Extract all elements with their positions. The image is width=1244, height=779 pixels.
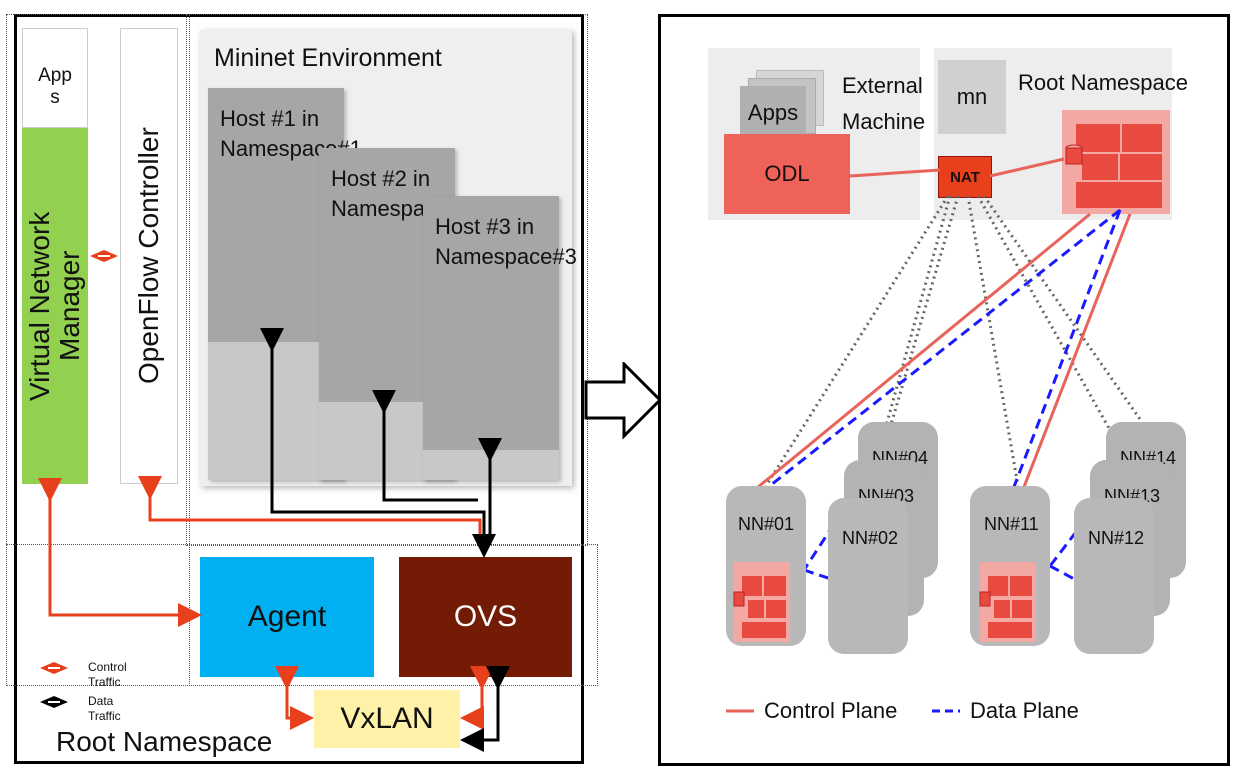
legend-control-traffic-label: Control Traffic <box>88 660 127 689</box>
root-namespace-firewall-icon <box>1062 110 1170 214</box>
agent-label: Agent <box>247 600 327 633</box>
host-3-label: Host #3 in Namespace#3 <box>435 214 577 269</box>
nn-02-label: NN#02 <box>842 528 899 548</box>
right-apps-label: Apps <box>747 100 799 125</box>
apps-label: App s <box>38 65 72 108</box>
legend-data-traffic-label: Data Traffic <box>88 694 121 723</box>
agent-box: Agent <box>200 557 374 677</box>
nn-01-firewall-icon <box>733 562 790 642</box>
legend-control-plane-label: Control Plane <box>764 698 898 723</box>
transform-arrow-icon <box>584 362 663 440</box>
right-root-namespace-label: Root Namespace <box>1018 70 1188 95</box>
odl-box: ODL <box>724 134 850 214</box>
openflow-ovs-control-arrow <box>138 476 482 545</box>
ovs-vxlan-data-arrow <box>460 666 510 752</box>
vnm-openflow-link-icon <box>90 250 118 262</box>
external-machine-label: External Machine <box>842 73 926 134</box>
nn-11-label: NN#11 <box>984 514 1039 534</box>
right-links-layer <box>726 157 1144 713</box>
host-2-data-line <box>372 390 478 502</box>
vnm-agent-control-arrow <box>38 478 202 627</box>
nat-box: NAT <box>938 156 992 198</box>
vxlan-label: VxLAN <box>340 702 434 735</box>
nat-label: NAT <box>950 168 980 186</box>
host-1-data-line <box>260 328 496 558</box>
nn-11-firewall-icon <box>979 562 1036 642</box>
nn-02-node <box>828 498 908 654</box>
apps-paper-front: Apps <box>740 86 806 140</box>
ovs-vxlan-control-arrow <box>460 666 494 730</box>
mininet-environment-label: Mininet Environment <box>214 44 442 72</box>
ovs-label: OVS <box>453 600 518 633</box>
root-namespace-label: Root Namespace <box>56 726 273 757</box>
legend-data-plane-label: Data Plane <box>970 698 1079 723</box>
mn-label: mn <box>956 84 988 109</box>
agent-vxlan-control-arrow <box>275 666 314 730</box>
legend-data-icon <box>40 696 68 708</box>
nn-01-label: NN#01 <box>738 514 795 534</box>
vxlan-box: VxLAN <box>314 690 460 748</box>
odl-label: ODL <box>764 161 810 186</box>
nn-12-node <box>1074 498 1154 654</box>
mn-box: mn <box>938 60 1006 134</box>
legend-control-icon <box>40 662 68 674</box>
left-arrows-layer <box>38 250 510 752</box>
nn-12-label: NN#12 <box>1088 528 1145 548</box>
ovs-box: OVS <box>399 557 572 677</box>
apps-box: App s <box>22 28 88 128</box>
